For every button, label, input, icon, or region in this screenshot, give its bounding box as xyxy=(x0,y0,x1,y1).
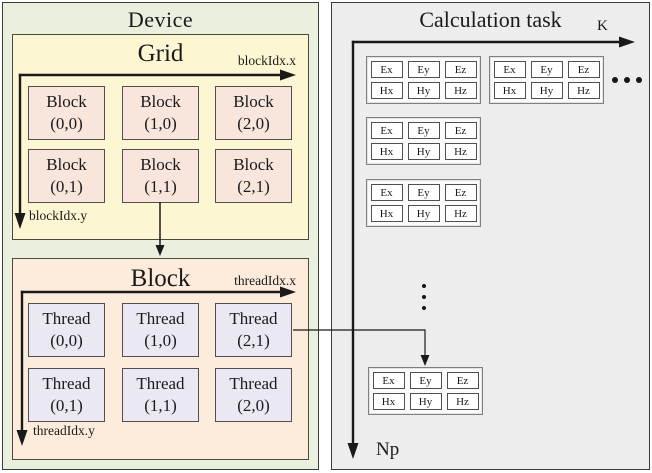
thread-cell-index: (2,0) xyxy=(237,396,270,415)
field-cell-ex: Ex xyxy=(370,122,403,139)
field-group-target: Ex Ey Ez Hx Hy Hz xyxy=(368,367,483,415)
field-cell-ey: Ey xyxy=(407,122,440,139)
field-cell-ey: Ey xyxy=(530,61,563,78)
threadidx-x-label: threadIdx.x xyxy=(234,273,296,288)
field-cell-hy: Hy xyxy=(407,205,440,222)
k-axis-label: K xyxy=(597,18,608,34)
thread-cell-name: Thread xyxy=(42,373,91,393)
field-cell-hz: Hz xyxy=(444,143,477,160)
thread-cell-name: Thread xyxy=(136,308,185,328)
field-cell-ez: Ez xyxy=(444,184,477,201)
field-cell-ex: Ex xyxy=(370,61,403,78)
field-cell-ez: Ez xyxy=(444,122,477,139)
thread-cell-1-1: Thread (1,1) xyxy=(122,368,199,422)
field-cell-hz: Hz xyxy=(446,393,479,410)
field-cell-ey: Ey xyxy=(407,61,440,78)
field-group-3: Ex Ey Ez Hx Hy Hz xyxy=(366,117,481,165)
field-cell-ez: Ez xyxy=(446,372,479,389)
field-cell-hy: Hy xyxy=(407,82,440,99)
device-panel: Device Grid blockIdx.x blockIdx.y Block … xyxy=(2,2,319,470)
field-cell-ez: Ez xyxy=(444,61,477,78)
field-cell-hz: Hz xyxy=(567,82,600,99)
grid-box: Grid blockIdx.x blockIdx.y Block (0,0) B… xyxy=(12,34,309,240)
ellipsis-vertical-icon xyxy=(422,284,426,310)
calculation-task-panel: Calculation task K Np Ex Ey Ez Hx Hy Hz … xyxy=(331,2,650,470)
field-cell-hz: Hz xyxy=(444,205,477,222)
thread-cell-2-1: Thread (2,1) xyxy=(215,303,292,357)
block-cell-name: Block xyxy=(233,154,274,174)
block-cell-1-1: Block (1,1) xyxy=(122,149,199,203)
field-group-4: Ex Ey Ez Hx Hy Hz xyxy=(366,179,481,227)
block-cell-index: (2,0) xyxy=(237,114,270,133)
thread-cell-2-0: Thread (2,0) xyxy=(215,368,292,422)
thread-cell-name: Thread xyxy=(42,308,91,328)
thread-cell-index: (1,0) xyxy=(144,331,177,350)
field-cell-hy: Hy xyxy=(407,143,440,160)
field-cell-ez: Ez xyxy=(567,61,600,78)
calculation-task-title: Calculation task xyxy=(419,7,562,32)
np-axis-label: Np xyxy=(376,439,400,460)
thread-cell-0-0: Thread (0,0) xyxy=(28,303,105,357)
field-cell-hx: Hx xyxy=(493,82,526,99)
block-cell-0-0: Block (0,0) xyxy=(28,86,105,140)
thread-cell-index: (0,0) xyxy=(50,331,83,350)
field-cell-ex: Ex xyxy=(372,372,405,389)
block-cell-index: (0,0) xyxy=(50,114,83,133)
thread-cell-1-0: Thread (1,0) xyxy=(122,303,199,357)
field-cell-hx: Hx xyxy=(370,205,403,222)
block-cell-2-1: Block (2,1) xyxy=(215,149,292,203)
blockidx-x-label: blockIdx.x xyxy=(237,53,296,68)
block-cell-name: Block xyxy=(233,91,274,111)
field-cell-hx: Hx xyxy=(372,393,405,410)
field-cell-ex: Ex xyxy=(370,184,403,201)
field-group-2: Ex Ey Ez Hx Hy Hz xyxy=(489,56,604,104)
field-cell-ey: Ey xyxy=(409,372,442,389)
field-cell-hy: Hy xyxy=(409,393,442,410)
block-cell-name: Block xyxy=(46,154,87,174)
field-cell-hx: Hx xyxy=(370,82,403,99)
thread-cell-name: Thread xyxy=(136,373,185,393)
thread-cell-index: (1,1) xyxy=(144,396,177,415)
block-cell-index: (2,1) xyxy=(237,177,270,196)
block-cell-index: (0,1) xyxy=(50,177,83,196)
block-cell-index: (1,1) xyxy=(144,177,177,196)
device-title: Device xyxy=(127,7,194,32)
thread-cell-name: Thread xyxy=(229,373,278,393)
field-cell-ex: Ex xyxy=(493,61,526,78)
field-group-1: Ex Ey Ez Hx Hy Hz xyxy=(366,56,481,104)
thread-cell-index: (0,1) xyxy=(50,396,83,415)
grid-title: Grid xyxy=(137,40,184,67)
field-cell-ey: Ey xyxy=(407,184,440,201)
blockidx-y-label: blockIdx.y xyxy=(29,208,88,223)
threadidx-y-label: threadIdx.y xyxy=(33,423,95,438)
field-cell-hx: Hx xyxy=(370,143,403,160)
block-cell-1-0: Block (1,0) xyxy=(122,86,199,140)
thread-cell-name: Thread xyxy=(229,308,278,328)
ellipsis-horizontal-icon xyxy=(612,77,642,83)
block-cell-0-1: Block (0,1) xyxy=(28,149,105,203)
block-cell-index: (1,0) xyxy=(144,114,177,133)
block-cell-name: Block xyxy=(140,91,181,111)
block-box: Block threadIdx.x threadIdx.y Thread (0,… xyxy=(12,258,309,460)
thread-cell-0-1: Thread (0,1) xyxy=(28,368,105,422)
field-cell-hy: Hy xyxy=(530,82,563,99)
block-cell-name: Block xyxy=(46,91,87,111)
field-cell-hz: Hz xyxy=(444,82,477,99)
block-cell-name: Block xyxy=(140,154,181,174)
thread-cell-index: (2,1) xyxy=(237,331,270,350)
block-cell-2-0: Block (2,0) xyxy=(215,86,292,140)
block-title: Block xyxy=(130,265,191,292)
